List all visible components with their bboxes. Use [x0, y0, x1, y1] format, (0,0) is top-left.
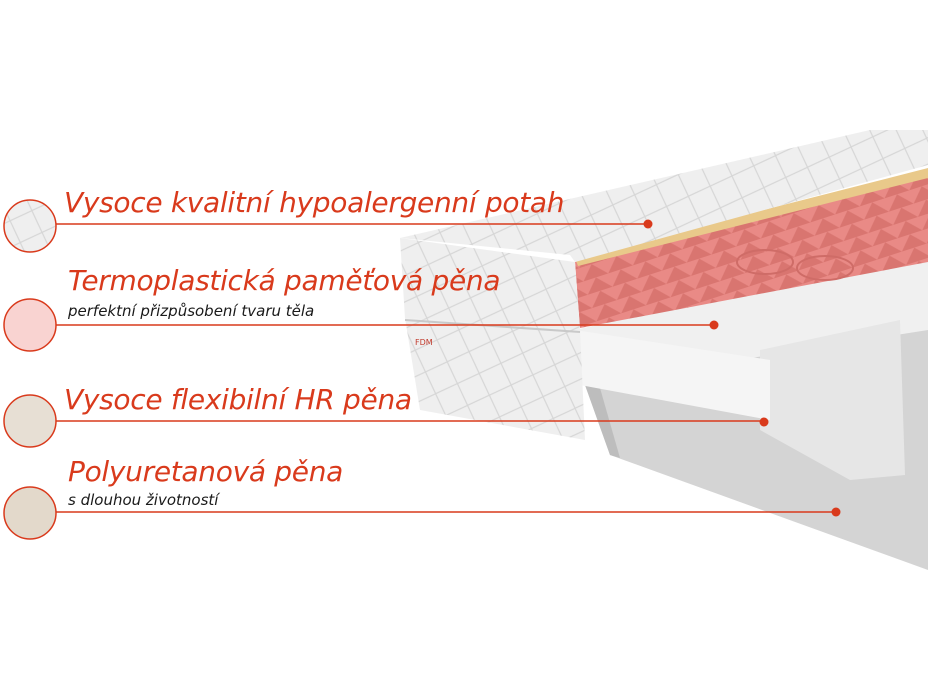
- memory-foam-layer: [575, 168, 928, 328]
- quilted-cover-swatch: [3, 199, 57, 253]
- layer-subtitle-pu-foam: s dlouhou životností: [68, 491, 219, 509]
- layer-subtitle-memory-foam: perfektní přizpůsobení tvaru těla: [68, 302, 315, 320]
- memory-foam-swatch: [3, 298, 57, 352]
- leader-dots: [643, 219, 841, 517]
- layer-title-cover: Vysoce kvalitní hypoalergenní potah: [64, 186, 565, 219]
- swatches: [3, 199, 57, 540]
- brand-logo: FDM: [415, 338, 433, 347]
- leader-lines: [56, 223, 836, 513]
- hr-foam-layer: [575, 250, 928, 480]
- hr-foam-swatch: [3, 394, 57, 448]
- layer-title-memory-foam: Termoplastická paměťová pěna: [68, 264, 501, 297]
- layer-title-pu-foam: Polyuretanová pěna: [68, 455, 343, 488]
- mattress-cover: FDM: [400, 130, 928, 440]
- pu-foam-swatch: [3, 486, 57, 540]
- layer-title-hr-foam: Vysoce flexibilní HR pěna: [64, 383, 412, 416]
